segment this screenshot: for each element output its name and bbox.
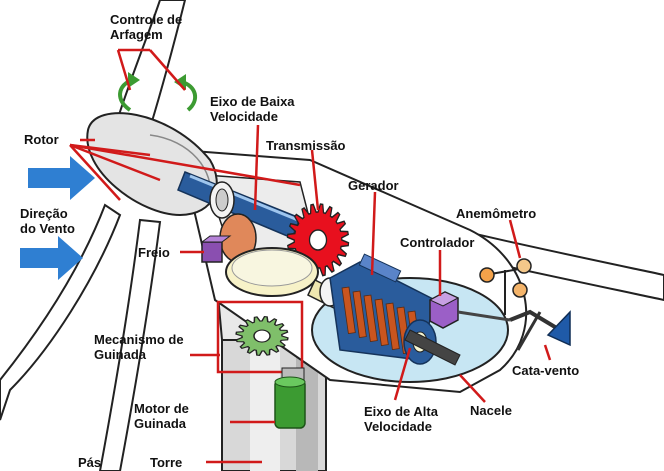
label-pas: Pás bbox=[78, 455, 102, 470]
label-mecanismo-guinada-line1: Mecanismo de bbox=[94, 332, 184, 347]
label-eixo-alta-line1: Eixo de Alta bbox=[364, 404, 438, 419]
yaw-highlight-box bbox=[216, 300, 304, 374]
anemometer-icon bbox=[479, 258, 532, 315]
label-motor-guinada: Motor de Guinada bbox=[134, 401, 189, 431]
controller bbox=[428, 291, 511, 329]
label-controle-arfagem-line1: Controle de bbox=[110, 12, 183, 27]
label-eixo-alta: Eixo de Alta Velocidade bbox=[364, 404, 438, 434]
yaw-bearing bbox=[225, 247, 319, 297]
label-mecanismo-guinada: Mecanismo de Guinada bbox=[94, 332, 184, 362]
label-eixo-baixa: Eixo de Baixa Velocidade bbox=[210, 94, 295, 124]
rotor-hub bbox=[86, 112, 218, 217]
wind-direction-arrow-icon bbox=[20, 156, 95, 280]
yaw-motor bbox=[274, 367, 306, 429]
label-direcao-vento: Direção do Vento bbox=[20, 206, 75, 236]
yaw-gear-icon bbox=[235, 315, 289, 357]
label-torre: Torre bbox=[150, 455, 183, 470]
label-motor-guinada-line1: Motor de bbox=[134, 401, 189, 416]
label-direcao-vento-line2: do Vento bbox=[20, 221, 75, 236]
label-eixo-alta-line2: Velocidade bbox=[364, 419, 432, 434]
brake bbox=[200, 213, 257, 263]
label-freio: Freio bbox=[138, 245, 170, 260]
label-controle-arfagem: Controle de Arfagem bbox=[110, 12, 182, 42]
low-speed-shaft bbox=[177, 171, 301, 239]
generator bbox=[329, 253, 461, 366]
label-direcao-vento-line1: Direção bbox=[20, 206, 68, 221]
label-transmissao: Transmissão bbox=[266, 138, 346, 153]
label-eixo-baixa-line2: Velocidade bbox=[210, 109, 278, 124]
label-nacele: Nacele bbox=[470, 403, 512, 418]
label-motor-guinada-line2: Guinada bbox=[134, 416, 187, 431]
label-anemometro: Anemômetro bbox=[456, 206, 537, 221]
leader-lines bbox=[69, 48, 552, 464]
label-rotor: Rotor bbox=[24, 132, 59, 147]
label-eixo-baixa-line1: Eixo de Baixa bbox=[210, 94, 295, 109]
label-mecanismo-guinada-line2: Guinada bbox=[94, 347, 147, 362]
wind-vane-icon bbox=[509, 309, 571, 351]
label-controlador: Controlador bbox=[400, 235, 475, 250]
label-gerador: Gerador bbox=[348, 178, 399, 193]
label-cata-vento: Cata-vento bbox=[512, 363, 580, 378]
label-controle-arfagem-line2: Arfagem bbox=[110, 27, 163, 42]
